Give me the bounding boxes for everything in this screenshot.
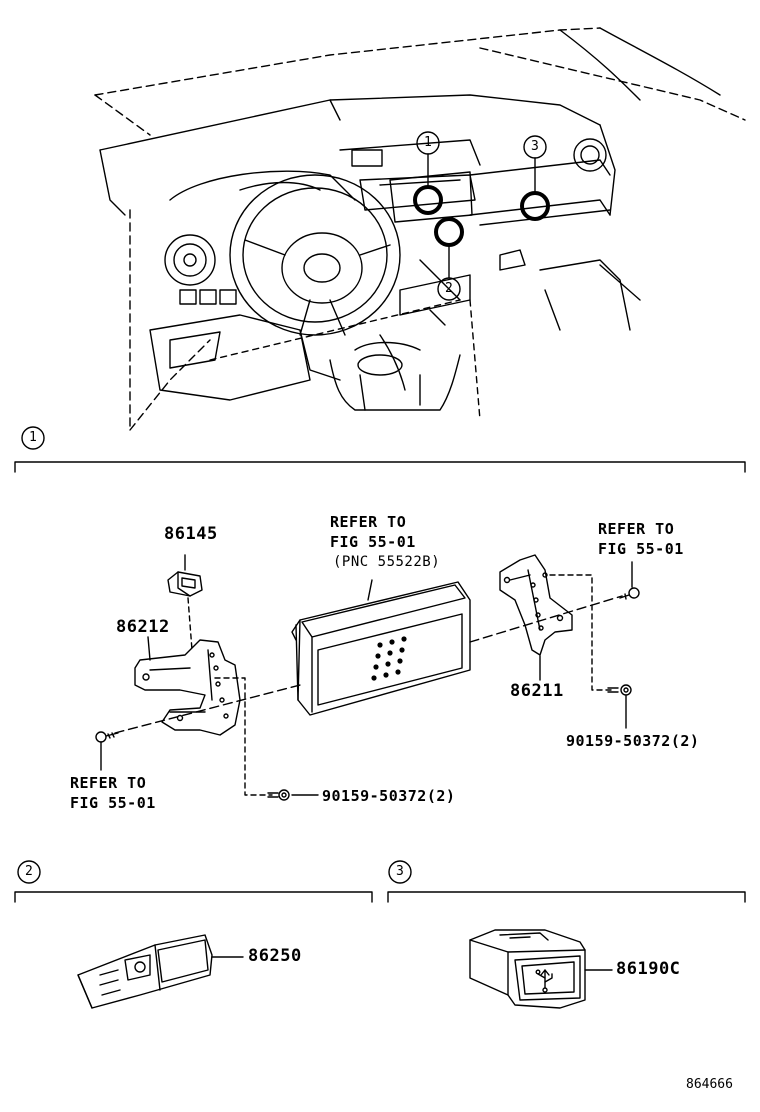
section-3-bracket bbox=[387, 891, 746, 903]
part-number-86250: 86250 bbox=[248, 946, 302, 966]
screw-bottom bbox=[267, 789, 290, 801]
part-number-86212: 86212 bbox=[116, 617, 170, 637]
section-2 bbox=[14, 860, 373, 1009]
section-2-bracket bbox=[14, 891, 373, 903]
callout-3-target bbox=[520, 191, 550, 221]
callout-2-target bbox=[434, 217, 464, 247]
display-refer-pnc: (PNC 55522B) bbox=[333, 554, 441, 570]
right-refer-line2: FIG 55-01 bbox=[598, 540, 684, 558]
callout-3-number: 3 bbox=[531, 139, 539, 154]
display-leader bbox=[367, 579, 373, 601]
part-number-86190C: 86190C bbox=[616, 959, 681, 979]
screw-right bbox=[607, 684, 632, 696]
part-number-86145: 86145 bbox=[164, 524, 218, 544]
section-2-marker bbox=[17, 860, 41, 884]
section-1-marker bbox=[21, 426, 45, 450]
figure-id: 864666 bbox=[686, 1077, 733, 1092]
section-1-number: 1 bbox=[29, 430, 37, 445]
dashboard-overview-illustration bbox=[94, 27, 746, 431]
dashboard-callouts bbox=[413, 131, 550, 301]
section-3 bbox=[387, 860, 746, 1009]
part-86212-leader bbox=[147, 636, 151, 661]
section-1-bracket bbox=[14, 461, 746, 473]
display-refer-line2: FIG 55-01 bbox=[330, 533, 416, 551]
section-1 bbox=[14, 426, 746, 801]
callout-2-circle bbox=[437, 277, 461, 301]
callout-2-number: 2 bbox=[445, 281, 453, 296]
left-refer-line2: FIG 55-01 bbox=[70, 794, 156, 812]
section-2-number: 2 bbox=[25, 864, 33, 879]
section-3-marker bbox=[388, 860, 412, 884]
bolt-right bbox=[619, 587, 640, 600]
part-86212-bracket bbox=[134, 639, 241, 736]
callout-1-number: 1 bbox=[424, 135, 432, 150]
bolt-left bbox=[95, 731, 119, 743]
callout-1-target bbox=[413, 185, 443, 215]
part-86211-bracket bbox=[499, 554, 573, 656]
part-86190C-usb-port bbox=[469, 929, 586, 1009]
part-number-86211: 86211 bbox=[510, 681, 564, 701]
display-panel bbox=[291, 581, 471, 716]
display-refer-line1: REFER TO bbox=[330, 513, 407, 531]
section-3-number: 3 bbox=[396, 864, 404, 879]
right-refer-line1: REFER TO bbox=[598, 520, 675, 538]
screw-bottom-part-number: 90159-50372(2) bbox=[322, 787, 456, 805]
part-86145-connector bbox=[167, 571, 203, 597]
left-refer-line1: REFER TO bbox=[70, 774, 147, 792]
screw-right-part-number: 90159-50372(2) bbox=[566, 732, 700, 750]
part-86250-switch bbox=[77, 934, 213, 1009]
